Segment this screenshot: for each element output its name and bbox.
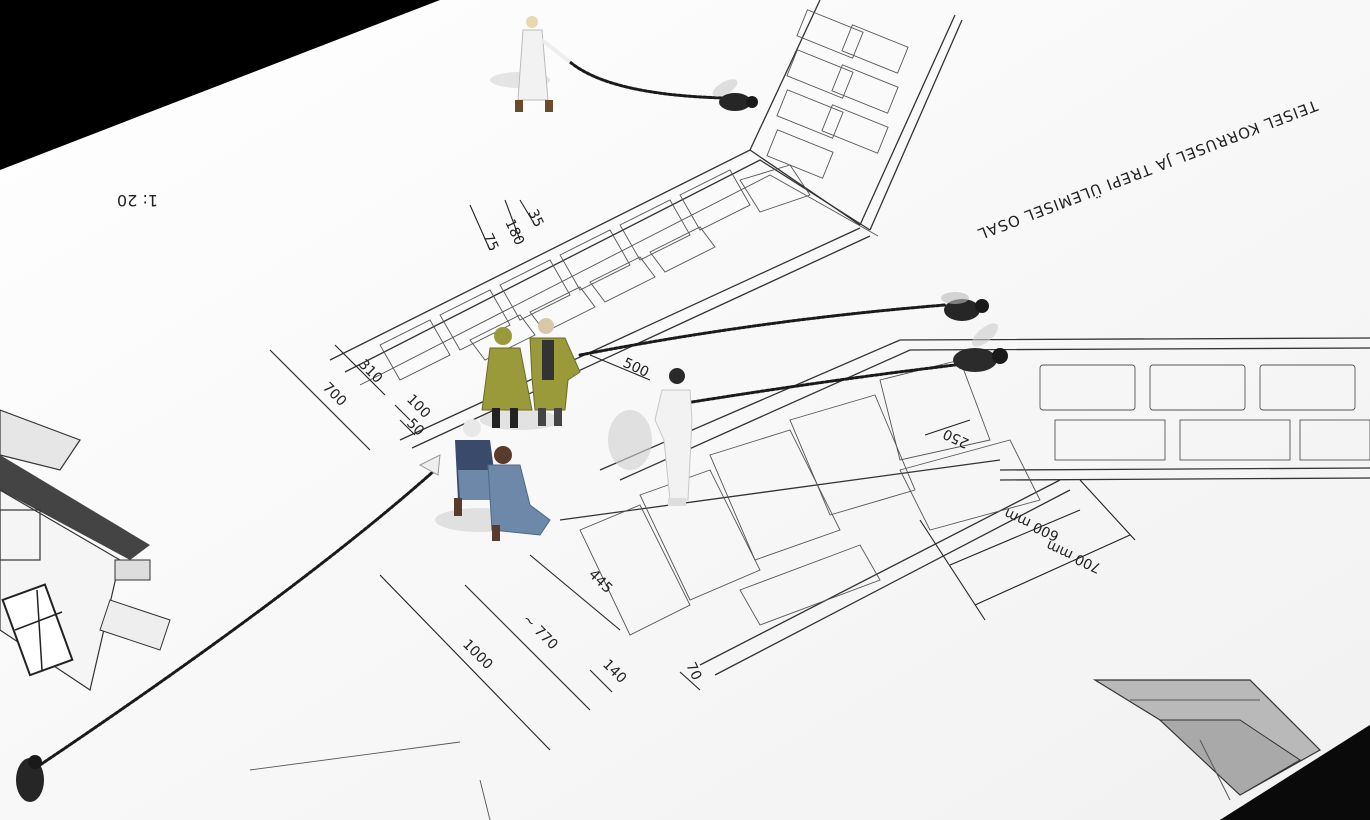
figure-white-man: [608, 368, 693, 506]
scale-label: 1: 20: [117, 191, 158, 210]
house-drawing: [0, 409, 171, 691]
lower-staircase-drawing: [559, 337, 1370, 676]
dim-35: 35: [524, 207, 546, 230]
dim-70: 70: [682, 660, 704, 683]
fly-middle-upper: [941, 292, 989, 321]
figure-walker-white: [490, 16, 572, 112]
fly-middle-lower: [953, 323, 1008, 372]
dim-75: 75: [479, 231, 501, 254]
fly-top: [712, 79, 758, 111]
figure-blue-pair: [418, 419, 551, 541]
leashes: [38, 60, 957, 767]
fly-bottom-left: [16, 755, 44, 802]
figure-olive-couple: [480, 318, 581, 430]
tower-drawing: [1092, 679, 1321, 801]
upper-staircase-drawing: [329, 0, 963, 449]
dimension-lines: [249, 199, 1136, 820]
